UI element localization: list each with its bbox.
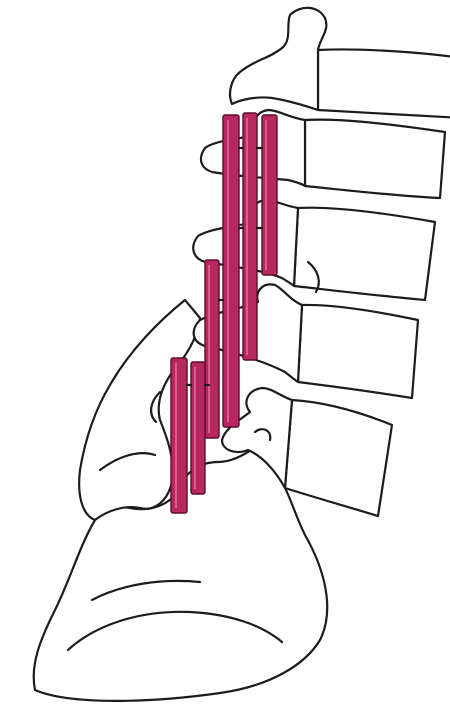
band-3: [262, 115, 277, 275]
band-group-upper: [223, 113, 277, 427]
vertebra-l4-body: [298, 305, 418, 398]
vertebra-l5-body: [285, 400, 392, 516]
vertebra-l1-body: [318, 49, 450, 118]
vertebra-l1-arch: [230, 8, 326, 110]
vertebra-l2-body: [305, 120, 445, 198]
band-6: [191, 362, 205, 494]
band-group-middle: [205, 260, 219, 438]
vertebra-l3-body: [294, 208, 435, 300]
band-5: [171, 358, 187, 513]
band-1: [223, 115, 239, 427]
band-4: [205, 260, 219, 438]
band-2: [243, 113, 257, 360]
